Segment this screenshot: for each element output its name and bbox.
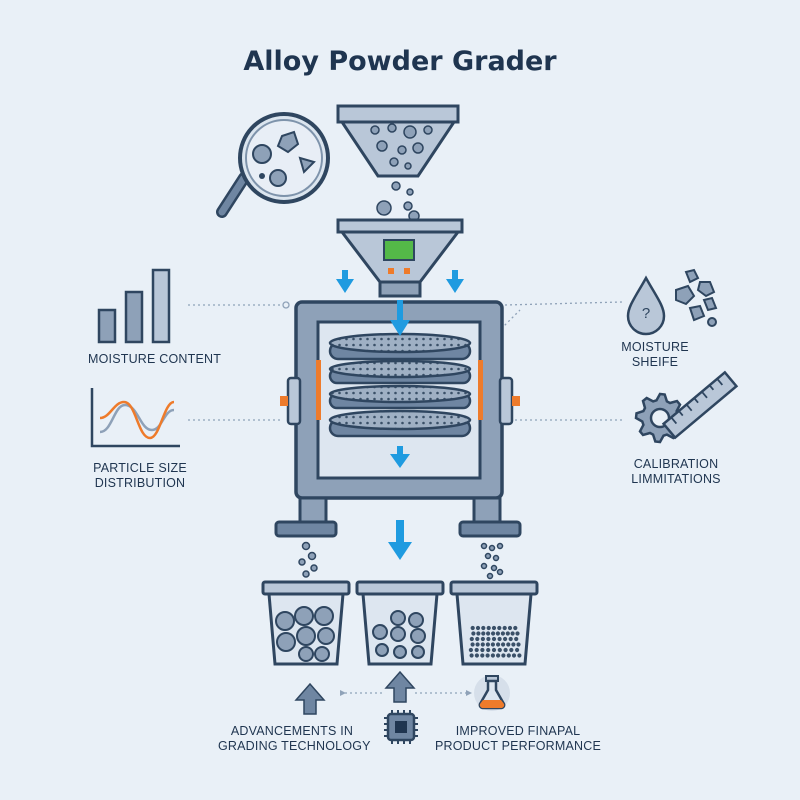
bin-medium	[355, 580, 445, 666]
bin-coarse	[261, 580, 351, 666]
flask-icon	[474, 675, 510, 711]
sieve-stack	[328, 332, 472, 438]
sieve-deck	[328, 332, 472, 361]
top-hopper	[336, 104, 460, 222]
droplet-icon: ?	[626, 268, 718, 336]
feed-arrows	[336, 270, 464, 293]
label-improved-line2: PRODUCT PERFORMANCE	[434, 739, 602, 753]
sieve-deck	[328, 359, 472, 385]
label-moisture-content: MOISTURE CONTENT	[88, 352, 222, 366]
svg-text:?: ?	[642, 305, 650, 322]
label-improved-performance: IMPROVED FINAPAL PRODUCT PERFORMANCE	[432, 724, 604, 754]
falling-particles	[298, 541, 504, 580]
bar-chart-icon	[97, 268, 171, 344]
label-improved-line1: IMPROVED FINAPAL	[455, 724, 581, 738]
connector-lines	[188, 301, 623, 694]
label-moisture-shelf-line1: MOISTURE	[621, 340, 689, 354]
gear-ruler-icon	[634, 370, 739, 444]
label-advancements: ADVANCEMENTS IN GRADING TECHNOLOGY	[218, 724, 371, 754]
microchip-icon	[384, 710, 418, 744]
improvement-arrows	[294, 670, 416, 715]
label-advancements-line1: ADVANCEMENTS IN	[230, 724, 354, 738]
sieve-deck	[328, 409, 472, 438]
label-calibration: CALIBRATION LIMMITATIONS	[624, 457, 728, 487]
display-screen	[383, 239, 415, 261]
label-moisture-shelf-line2: SHEIFE	[631, 355, 679, 369]
feed-hopper	[336, 218, 464, 298]
label-particle-size-line2: DISTRIBUTION	[94, 476, 186, 490]
line-chart-icon	[90, 388, 180, 448]
label-calibration-line1: CALIBRATION	[633, 457, 719, 471]
bin-fine	[449, 580, 539, 666]
label-calibration-line2: LIMMITATIONS	[631, 472, 721, 486]
sieve-deck	[328, 384, 472, 410]
label-moisture-shelf: MOISTURE SHEIFE	[616, 340, 694, 370]
diagram-title: Alloy Powder Grader	[243, 46, 557, 77]
label-particle-size: PARTICLE SIZE DISTRIBUTION	[88, 461, 192, 491]
magnifier-icon	[216, 112, 330, 218]
flow-arrows	[388, 300, 412, 560]
label-particle-size-line1: PARTICLE SIZE	[93, 461, 187, 475]
label-advancements-line2: GRADING TECHNOLOGY	[218, 739, 371, 753]
